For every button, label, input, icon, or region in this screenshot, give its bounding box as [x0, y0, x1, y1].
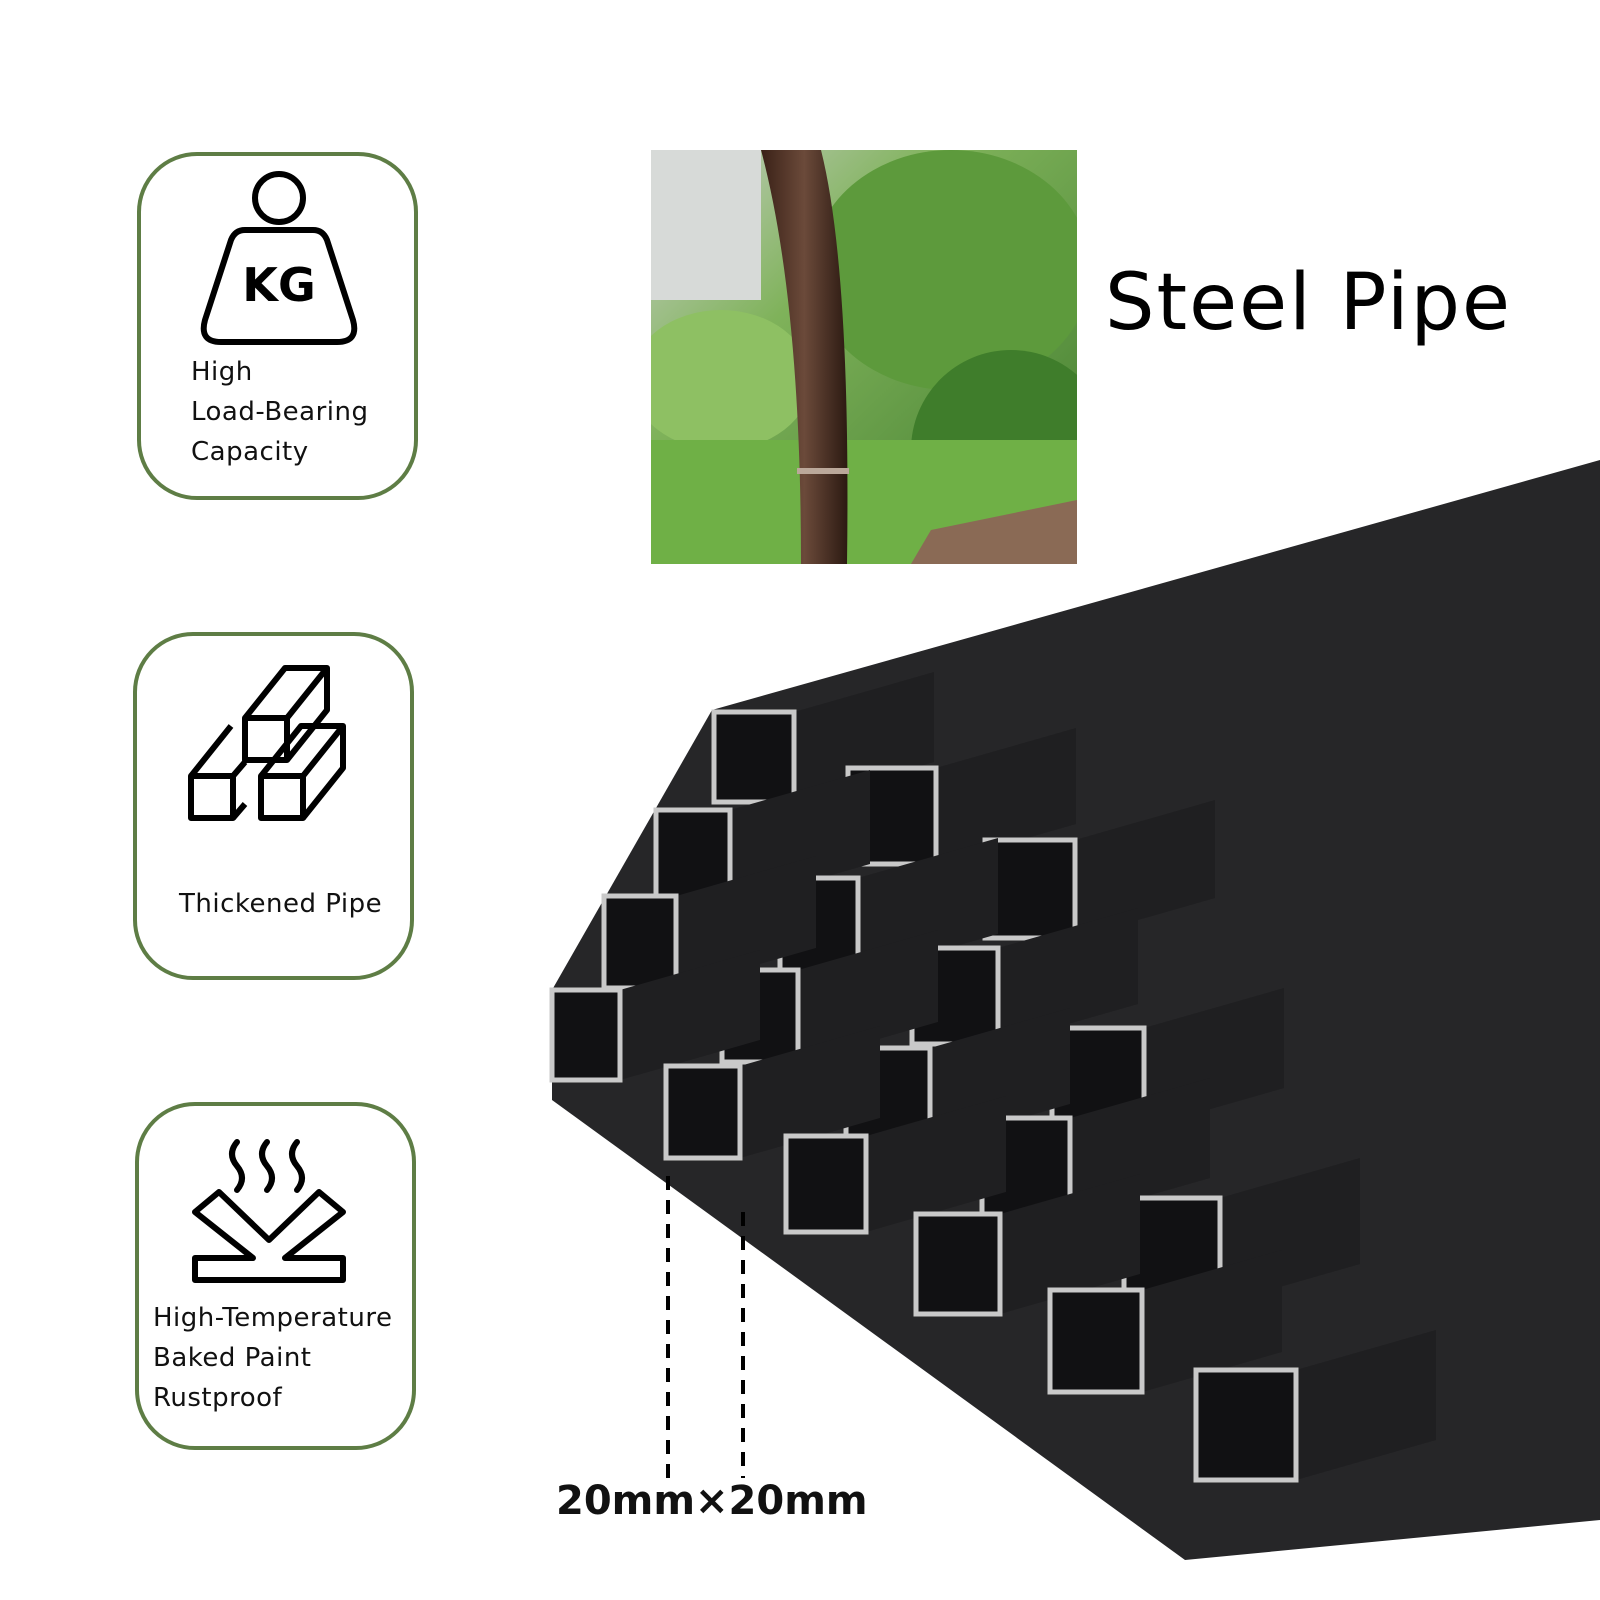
stacked-square-tubes-icon: [188, 665, 346, 821]
pipe-end: [982, 837, 1078, 941]
heat-baking-icon: [192, 1139, 346, 1283]
pipe-side: [1296, 1330, 1436, 1480]
feature-label-thickened-pipe: Thickened Pipe: [179, 889, 383, 919]
feature-card-baked-paint: High-Temperature Baked Paint Rustproof: [135, 1102, 416, 1450]
pipe-end: [1193, 1367, 1299, 1483]
pipe-side: [740, 1026, 880, 1158]
feature-label-load-bearing: High Load-Bearing Capacity: [191, 357, 369, 467]
pipe-side: [1075, 800, 1215, 938]
feature-card-load-bearing: KG High Load-Bearing Capacity: [137, 152, 418, 500]
pipe-end: [913, 1211, 1003, 1317]
pipe-side: [998, 908, 1138, 1044]
feature-label-baked-paint: High-Temperature Baked Paint Rustproof: [153, 1303, 393, 1413]
pipe-side: [1000, 1174, 1140, 1314]
pipe-end: [711, 709, 797, 805]
pipe-side: [730, 770, 870, 904]
pipe-end: [601, 893, 679, 991]
dimension-label: 20mm×20mm: [556, 1478, 868, 1524]
pipe-side: [858, 838, 998, 974]
pipe-side: [620, 950, 760, 1080]
feature-card-thickened-pipe: Thickened Pipe: [133, 632, 414, 980]
pipe-side: [676, 856, 816, 988]
pipe-side: [866, 1096, 1006, 1232]
pipe-side: [1142, 1250, 1282, 1392]
pipe-end: [549, 987, 623, 1083]
garden-pipe-photo: [651, 150, 1077, 564]
pipe-side: [936, 728, 1076, 864]
weight-kg-icon: KG: [200, 171, 358, 345]
pipe-end: [663, 1063, 743, 1161]
page-title: Steel Pipe: [1105, 258, 1513, 348]
pipe-side: [1070, 1078, 1210, 1218]
pipe-end: [1047, 1287, 1145, 1395]
pipe-side: [798, 930, 938, 1062]
weight-kg-text: KG: [242, 258, 315, 312]
pipe-end: [783, 1133, 869, 1235]
